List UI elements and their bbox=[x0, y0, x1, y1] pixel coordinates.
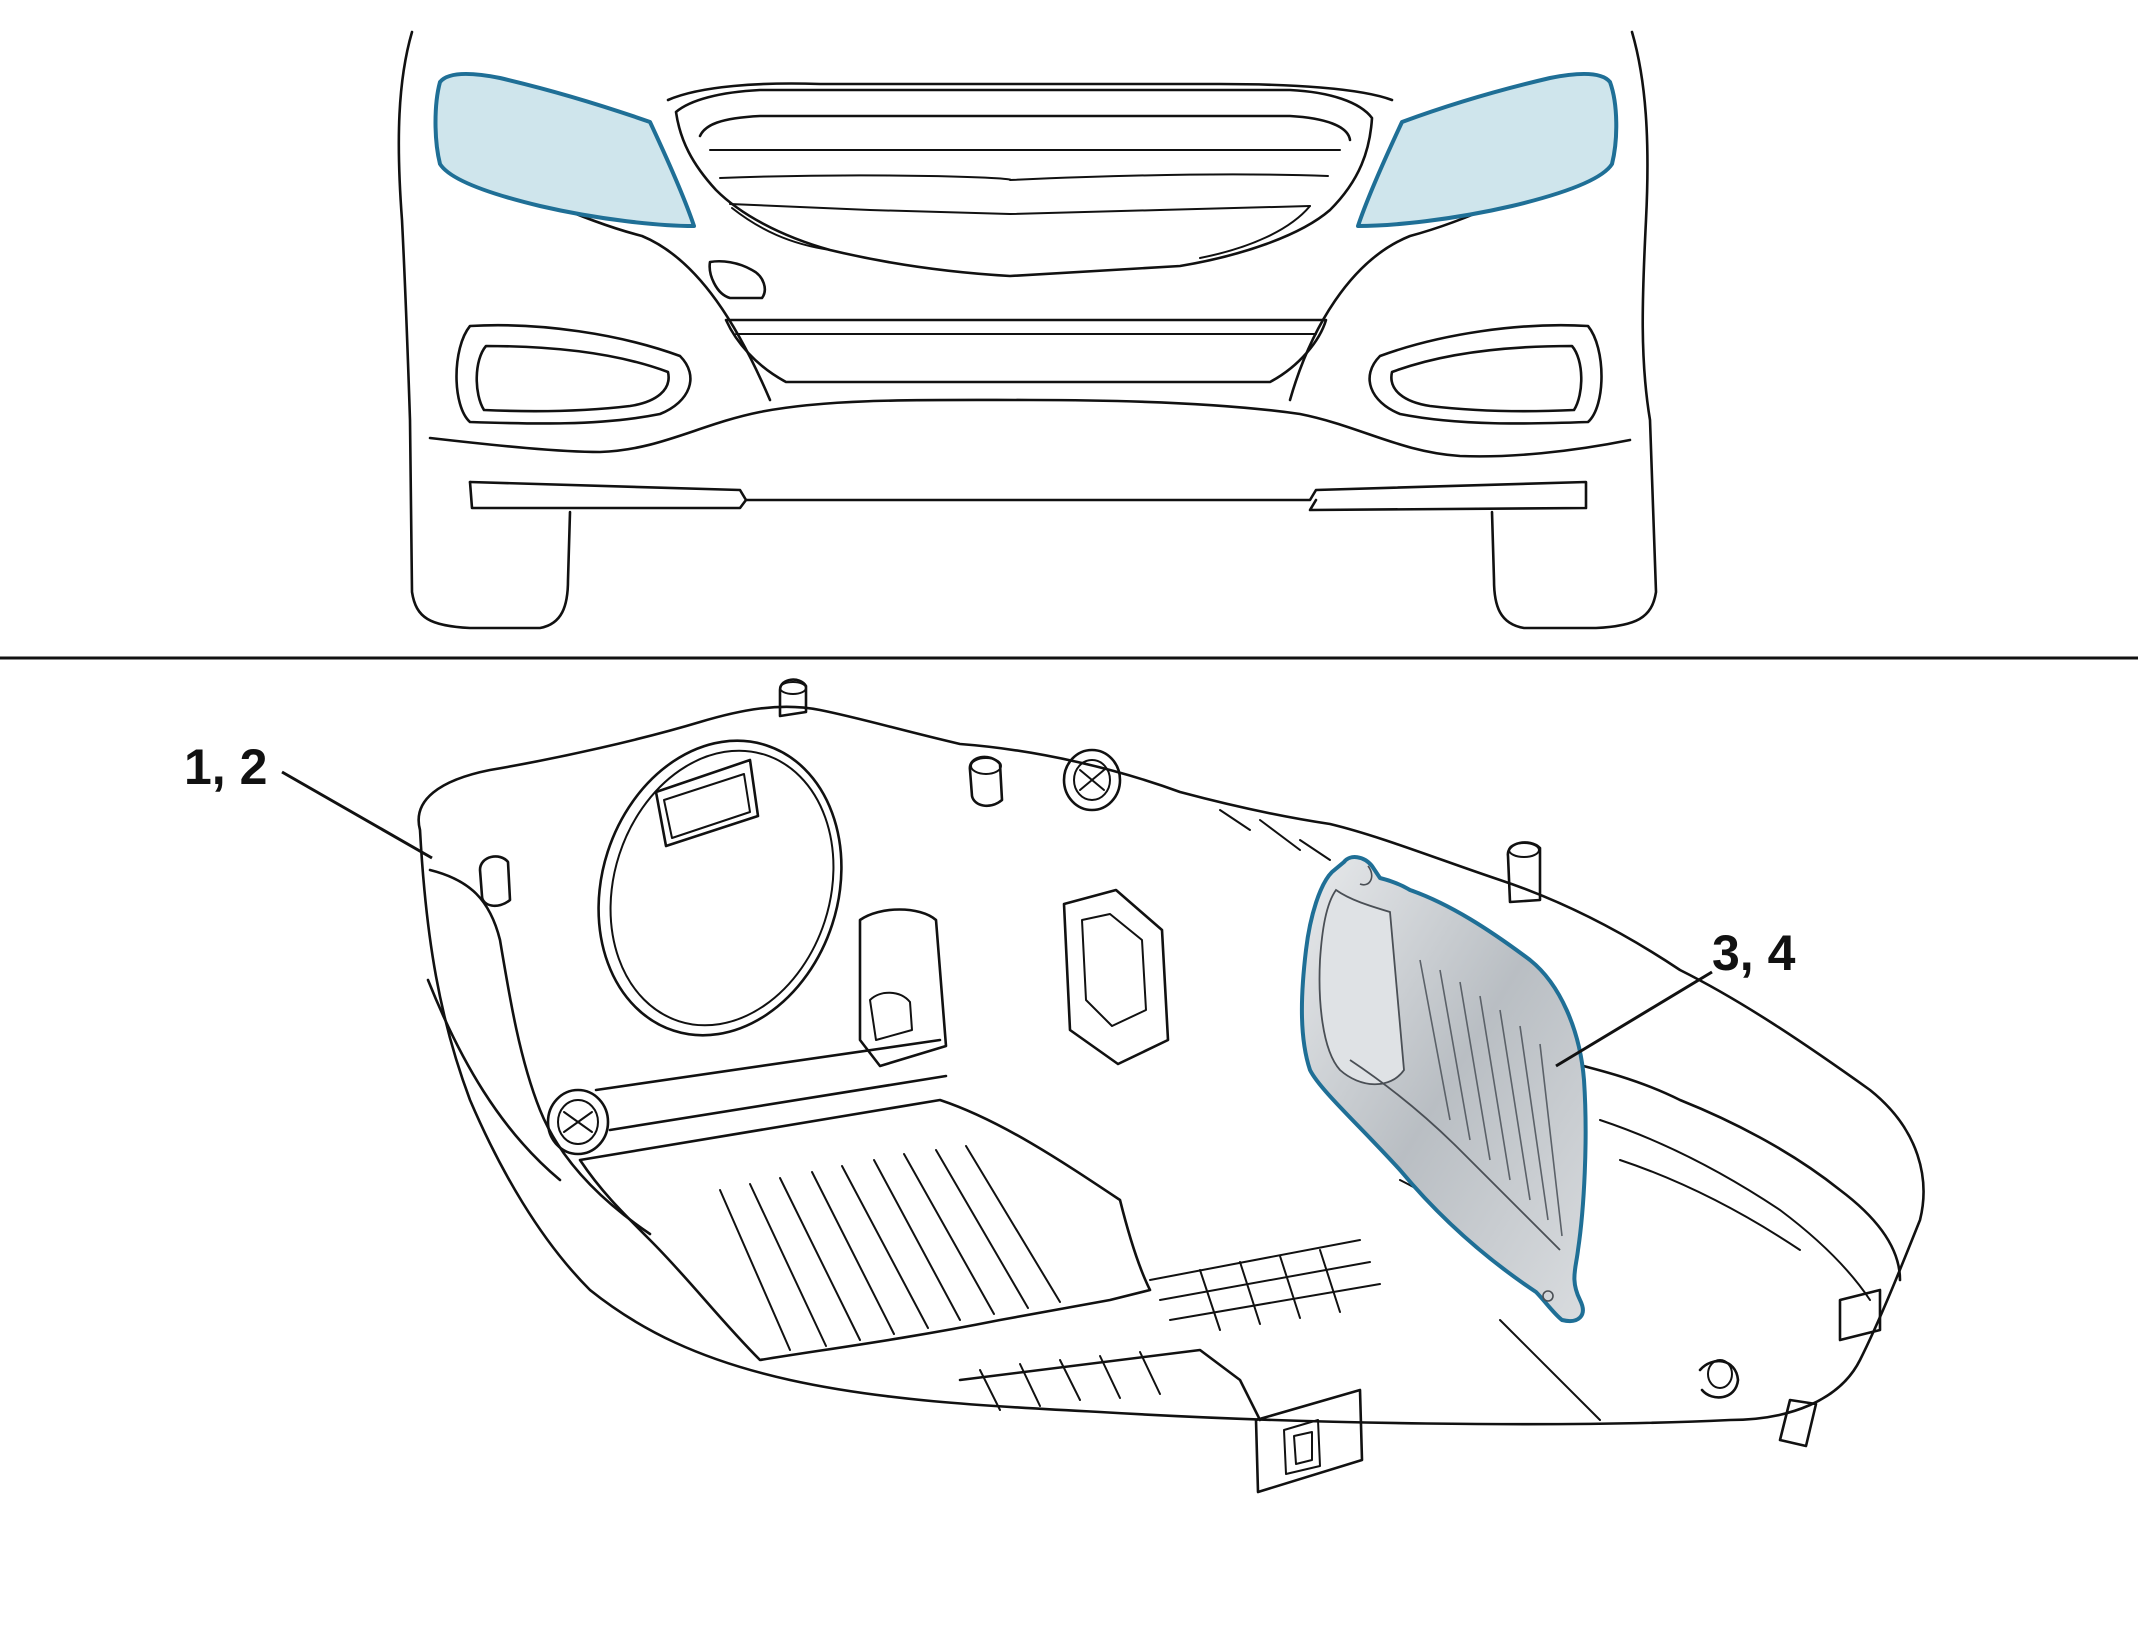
callout-label-3-4: 3, 4 bbox=[1712, 925, 1796, 981]
leader-line-1-2 bbox=[281, 770, 433, 860]
connector-socket bbox=[1254, 1388, 1364, 1494]
leader-line-3-4 bbox=[1555, 970, 1713, 1068]
headlamp-highlight-left bbox=[433, 71, 696, 228]
callout-3-4: 3, 4 bbox=[1555, 925, 1796, 1068]
adjuster-gear-top bbox=[1062, 748, 1122, 812]
adjuster-gear-bottom bbox=[546, 1088, 610, 1156]
led-control-module-highlight bbox=[1299, 855, 1588, 1323]
headlamp-highlight-right bbox=[1356, 71, 1619, 228]
headlamp-assembly bbox=[417, 678, 1925, 1494]
callout-1-2: 1, 2 bbox=[184, 739, 433, 860]
callout-label-1-2: 1, 2 bbox=[184, 739, 267, 795]
